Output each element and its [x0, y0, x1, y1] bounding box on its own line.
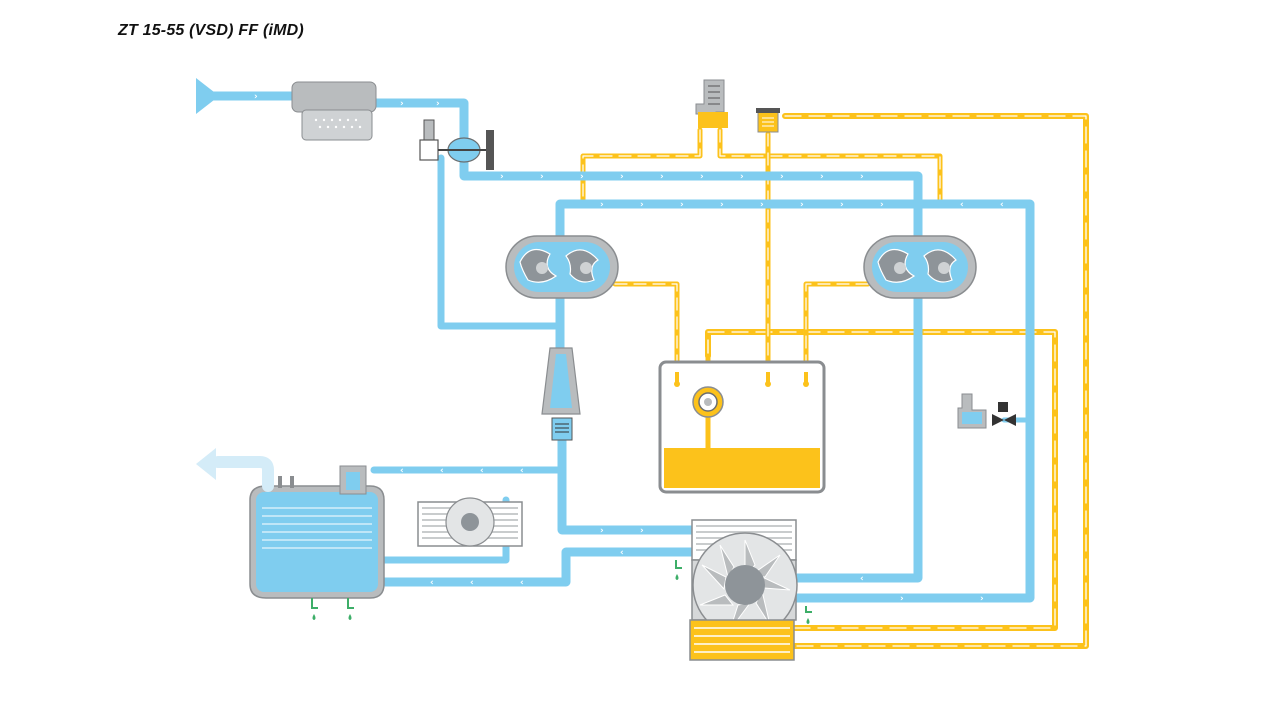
- svg-text:›: ›: [760, 200, 764, 210]
- svg-text:‹: ‹: [520, 466, 524, 476]
- oil-circuit: [580, 113, 1089, 649]
- svg-text:›: ›: [860, 172, 864, 182]
- high-pressure-screw-element-icon: [863, 235, 977, 299]
- gearbox-oil-sump-icon: [658, 360, 826, 494]
- dryer-heat-exchanger-icon: [417, 497, 523, 547]
- oil-filter-icon: [756, 108, 780, 133]
- low-pressure-screw-element-icon: [505, 235, 619, 299]
- condensate-drain-icon: [311, 560, 812, 624]
- inlet-valve-icon[interactable]: [419, 119, 494, 170]
- oil-line-lp-element: [612, 281, 680, 375]
- svg-text:›: ›: [640, 526, 644, 536]
- air-flow-chevrons: › › › ››› ››› ››› › ››› ››› ››‹ ‹ ‹‹‹ ‹ …: [254, 92, 1004, 604]
- air-line-cooler-to-dryer: [375, 547, 697, 587]
- oil-thermostat-icon: [695, 79, 728, 128]
- oil-pump-icon: [692, 386, 724, 418]
- svg-text:‹: ‹: [620, 548, 624, 558]
- svg-text:‹: ‹: [520, 578, 524, 588]
- svg-text:›: ›: [800, 200, 804, 210]
- svg-text:›: ›: [436, 99, 440, 109]
- integrated-dryer-icon: [249, 465, 385, 599]
- oil-line-hp-element: [803, 281, 871, 375]
- svg-text:›: ›: [600, 200, 604, 210]
- oil-line-thermostat-left: [580, 127, 703, 203]
- svg-text:›: ›: [840, 200, 844, 210]
- air-line-interstage-top: [555, 199, 1035, 603]
- svg-text:›: ›: [740, 172, 744, 182]
- svg-text:›: ›: [660, 172, 664, 182]
- air-line-hp-discharge: [791, 385, 923, 583]
- diagram-title: ZT 15-55 (VSD) FF (iMD): [118, 22, 304, 39]
- svg-text:›: ›: [780, 172, 784, 182]
- svg-text:›: ›: [820, 172, 824, 182]
- svg-text:›: ›: [700, 172, 704, 182]
- svg-text:‹: ‹: [960, 200, 964, 210]
- svg-text:›: ›: [500, 172, 504, 182]
- compressed-air-outlet-arrow-icon: [196, 448, 274, 492]
- svg-text:›: ›: [600, 526, 604, 536]
- air-inlet-cone-icon: [196, 78, 214, 114]
- svg-text:›: ›: [400, 99, 404, 109]
- svg-text:‹: ‹: [1000, 200, 1004, 210]
- svg-text:›: ›: [580, 172, 584, 182]
- svg-text:›: ›: [620, 172, 624, 182]
- svg-text:‹: ‹: [470, 578, 474, 588]
- svg-text:‹: ‹: [430, 578, 434, 588]
- svg-text:›: ›: [880, 200, 884, 210]
- air-filter-icon: [291, 81, 377, 141]
- pulsation-damper-icon: [541, 347, 581, 415]
- svg-text:›: ›: [680, 200, 684, 210]
- svg-text:›: ›: [900, 594, 904, 604]
- svg-text:‹: ‹: [480, 466, 484, 476]
- check-valve-icon: [551, 417, 573, 441]
- air-line-bypass: [437, 154, 564, 330]
- svg-text:›: ›: [720, 200, 724, 210]
- svg-text:›: ›: [254, 92, 258, 102]
- svg-text:›: ›: [540, 172, 544, 182]
- oil-line-outer-loop: [782, 113, 1089, 649]
- svg-text:‹: ‹: [400, 466, 404, 476]
- oil-line-thermostat-right: [717, 127, 943, 203]
- svg-text:›: ›: [980, 594, 984, 604]
- blow-off-solenoid-icon[interactable]: [957, 393, 1016, 429]
- svg-text:›: ›: [640, 200, 644, 210]
- svg-text:‹: ‹: [440, 466, 444, 476]
- cooler-fan-icon: [689, 519, 798, 661]
- svg-text:‹: ‹: [860, 574, 864, 584]
